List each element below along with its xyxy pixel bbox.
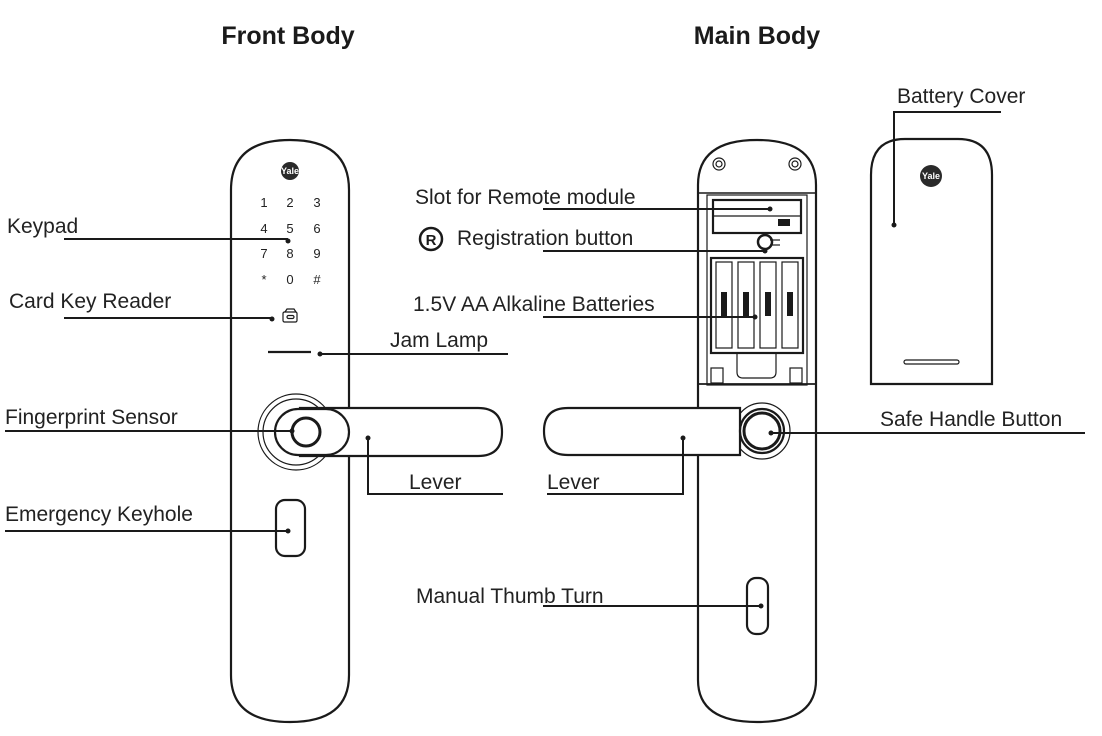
battery-cover: Yale	[869, 137, 994, 386]
cover-yale-logo: Yale	[920, 165, 942, 187]
keypad: 1 2 3 4 5 6 7 8 9 * 0 #	[260, 195, 321, 287]
front-lever-leader	[367, 440, 503, 495]
svg-text:Yale: Yale	[281, 166, 299, 176]
battery-cover-leader	[893, 111, 1001, 224]
batteries	[715, 261, 799, 349]
label-registration-button: Registration button	[457, 227, 633, 250]
keypad-key: *	[261, 272, 266, 287]
label-safe-handle-button: Safe Handle Button	[880, 408, 1062, 431]
main-lever-leader	[547, 440, 684, 495]
front-lever	[298, 406, 504, 458]
emergency-keyhole	[274, 498, 307, 558]
label-keypad: Keypad	[7, 215, 78, 238]
battery-cover-outline	[869, 137, 994, 386]
label-emergency-keyhole: Emergency Keyhole	[5, 503, 193, 526]
label-main-lever: Lever	[547, 471, 600, 494]
safe-handle-button	[742, 411, 782, 451]
keypad-key: 9	[313, 246, 320, 261]
front-yale-logo: Yale	[281, 162, 299, 180]
keypad-key: 6	[313, 221, 320, 236]
screw-icon	[712, 157, 726, 171]
keypad-key: 5	[286, 221, 293, 236]
keypad-key: 7	[260, 246, 267, 261]
keypad-key: 2	[286, 195, 293, 210]
label-battery-cover: Battery Cover	[897, 85, 1025, 108]
front-body-title: Front Body	[221, 22, 354, 50]
card-reader-icon	[282, 308, 298, 323]
screw-icon	[788, 157, 802, 171]
label-jam-lamp: Jam Lamp	[390, 329, 488, 352]
label-front-lever: Lever	[409, 471, 462, 494]
main-body-title: Main Body	[694, 22, 820, 50]
label-manual-thumb-turn: Manual Thumb Turn	[416, 585, 604, 608]
main-body	[542, 138, 818, 724]
fingerprint-sensor	[290, 416, 322, 448]
svg-text:Yale: Yale	[922, 171, 940, 181]
label-card-key-reader: Card Key Reader	[9, 290, 171, 313]
keypad-key: 3	[313, 195, 320, 210]
label-batteries: 1.5V AA Alkaline Batteries	[413, 293, 655, 316]
keypad-key: 4	[260, 221, 267, 236]
keypad-key: 0	[286, 272, 293, 287]
label-slot-remote-module: Slot for Remote module	[415, 186, 636, 209]
registration-button	[756, 233, 774, 251]
battery-compartment	[706, 194, 808, 386]
main-lever	[542, 406, 742, 457]
registration-symbol-icon: R	[418, 226, 444, 252]
keypad-key: 1	[260, 195, 267, 210]
keypad-key: #	[313, 272, 321, 287]
keypad-key: 8	[286, 246, 293, 261]
cover-grip	[903, 359, 960, 365]
svg-text:R: R	[426, 232, 437, 249]
label-fingerprint-sensor: Fingerprint Sensor	[5, 406, 178, 429]
